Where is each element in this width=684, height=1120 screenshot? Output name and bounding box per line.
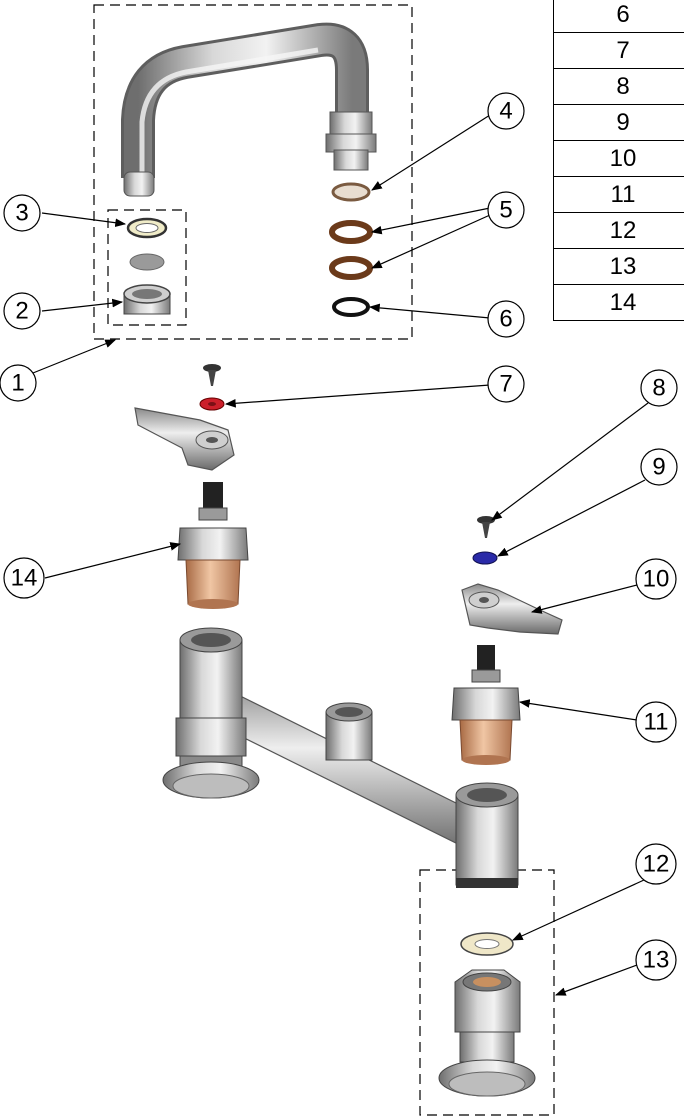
seal-5b bbox=[329, 256, 373, 280]
swing-spout bbox=[121, 22, 377, 197]
callout-9-circle bbox=[640, 448, 678, 486]
callout-3: 3 bbox=[15, 200, 28, 227]
callout-8-circle bbox=[640, 369, 678, 407]
blue-index-button bbox=[472, 551, 498, 565]
table-row: 11 bbox=[553, 176, 684, 213]
callout-14: 14 bbox=[11, 565, 38, 592]
cartridge-11 bbox=[451, 645, 521, 765]
table-cell: 7 bbox=[553, 32, 684, 69]
aerator-2 bbox=[123, 284, 171, 315]
leader-lines bbox=[27, 114, 649, 996]
callout-4: 4 bbox=[499, 98, 512, 125]
table-cell: 9 bbox=[553, 104, 684, 141]
screw-8 bbox=[477, 516, 495, 538]
callout-7-circle bbox=[487, 365, 525, 403]
callout-10-circle bbox=[635, 558, 677, 600]
table-row: 12 bbox=[553, 212, 684, 249]
callout-2-circle bbox=[3, 292, 41, 330]
callout-1-circle bbox=[0, 364, 37, 402]
table-cell: 11 bbox=[553, 176, 684, 213]
callout-bubbles bbox=[0, 92, 678, 981]
table-cell: 6 bbox=[553, 0, 684, 33]
callout-12: 12 bbox=[643, 851, 670, 878]
callout-12-circle bbox=[635, 843, 677, 885]
supply-nut-13 bbox=[438, 969, 536, 1097]
table-row: 13 bbox=[553, 248, 684, 285]
table-row: 9 bbox=[553, 104, 684, 141]
table-row: 6 bbox=[553, 0, 684, 33]
callout-4-circle bbox=[487, 92, 525, 130]
table-row: 14 bbox=[553, 284, 684, 321]
table-cell: 8 bbox=[553, 68, 684, 105]
callout-10: 10 bbox=[643, 566, 670, 593]
callout-6: 6 bbox=[499, 306, 512, 333]
o-ring-6 bbox=[332, 297, 370, 317]
spout-kit-boundary bbox=[93, 4, 413, 340]
table-cell: 13 bbox=[553, 248, 684, 285]
right-lever-handle bbox=[461, 583, 563, 635]
left-lever-handle bbox=[134, 407, 235, 471]
callout-14-circle bbox=[3, 557, 45, 599]
table-cell: 12 bbox=[553, 212, 684, 249]
callout-11-circle bbox=[635, 701, 677, 743]
seal-5a bbox=[329, 220, 373, 244]
callout-1: 1 bbox=[11, 370, 24, 397]
aerator-screen bbox=[129, 253, 165, 271]
callout-8: 8 bbox=[652, 375, 665, 402]
callout-13-circle bbox=[635, 939, 677, 981]
callout-3-circle bbox=[3, 194, 41, 232]
callout-labels: 3 2 1 4 5 6 7 8 9 10 11 12 13 14 bbox=[11, 98, 670, 974]
washer-4 bbox=[331, 182, 371, 202]
table-row: 7 bbox=[553, 32, 684, 69]
table-cell: 14 bbox=[553, 284, 684, 321]
table-row: 8 bbox=[553, 68, 684, 105]
callout-5-circle bbox=[487, 191, 525, 229]
parts-table: 6 7 8 9 10 11 12 13 14 bbox=[553, 0, 684, 321]
callout-9: 9 bbox=[652, 454, 665, 481]
callout-7: 7 bbox=[499, 371, 512, 398]
cartridge-14 bbox=[177, 482, 249, 609]
callout-2: 2 bbox=[15, 298, 28, 325]
callout-5: 5 bbox=[499, 197, 512, 224]
faucet-body bbox=[162, 627, 519, 888]
callout-13: 13 bbox=[643, 947, 670, 974]
callout-6-circle bbox=[487, 300, 525, 338]
screw-7 bbox=[203, 364, 221, 386]
aerator-kit-boundary bbox=[107, 209, 187, 326]
callout-11: 11 bbox=[644, 709, 669, 736]
